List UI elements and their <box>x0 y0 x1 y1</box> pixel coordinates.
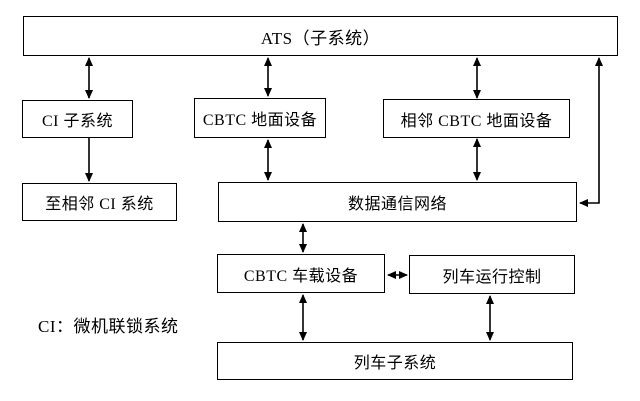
node-adj-cbtc-label: 相邻 CBTC 地面设备 <box>400 112 553 130</box>
node-cbtc-ground-equipment: CBTC 地面设备 <box>194 98 326 138</box>
node-cbtc-onboard-label: CBTC 车载设备 <box>243 267 359 285</box>
node-cbtc-ground-label: CBTC 地面设备 <box>202 112 318 129</box>
edge-ats-adj-cbtc <box>473 57 481 99</box>
node-ci-subsystem: CI 子系统 <box>22 100 133 138</box>
node-train-ctrl-label: 列车运行控制 <box>442 268 542 286</box>
edge-ats-cbtc-ground <box>264 57 272 97</box>
node-train-subsystem: 列车子系统 <box>217 342 573 380</box>
node-dcn-label: 数据通信网络 <box>347 196 447 213</box>
edge-adj-cbtc-dcn <box>473 138 481 181</box>
node-train-run-control: 列车运行控制 <box>409 255 575 294</box>
edge-train-ctrl-train-sub <box>486 295 494 341</box>
edge-onboard-train-sub <box>299 294 307 341</box>
node-data-communication-network: 数据通信网络 <box>218 182 577 222</box>
edge-ats-dcn-elbow <box>579 57 603 207</box>
edge-dcn-cbtc-onboard <box>299 223 307 253</box>
edge-onboard-train-ctrl <box>387 271 408 279</box>
edge-ci-to-adj-ci <box>85 138 93 182</box>
node-to-adj-ci-label: 至相邻 CI 系统 <box>45 196 154 213</box>
node-to-adjacent-ci-system: 至相邻 CI 系统 <box>22 183 177 221</box>
ci-legend-note: CI：微机联锁系统 <box>38 317 179 336</box>
edge-ats-ci <box>85 57 93 99</box>
node-train-sub-label: 列车子系统 <box>353 355 437 372</box>
node-adjacent-cbtc-ground-equipment: 相邻 CBTC 地面设备 <box>383 99 570 138</box>
node-ats-label: ATS（子系统） <box>260 28 381 48</box>
edge-cbtc-ground-dcn <box>264 139 272 181</box>
node-ci-label: CI 子系统 <box>41 113 113 130</box>
node-ats-subsystem: ATS（子系统） <box>23 16 618 56</box>
node-cbtc-onboard-equipment: CBTC 车载设备 <box>217 254 385 293</box>
